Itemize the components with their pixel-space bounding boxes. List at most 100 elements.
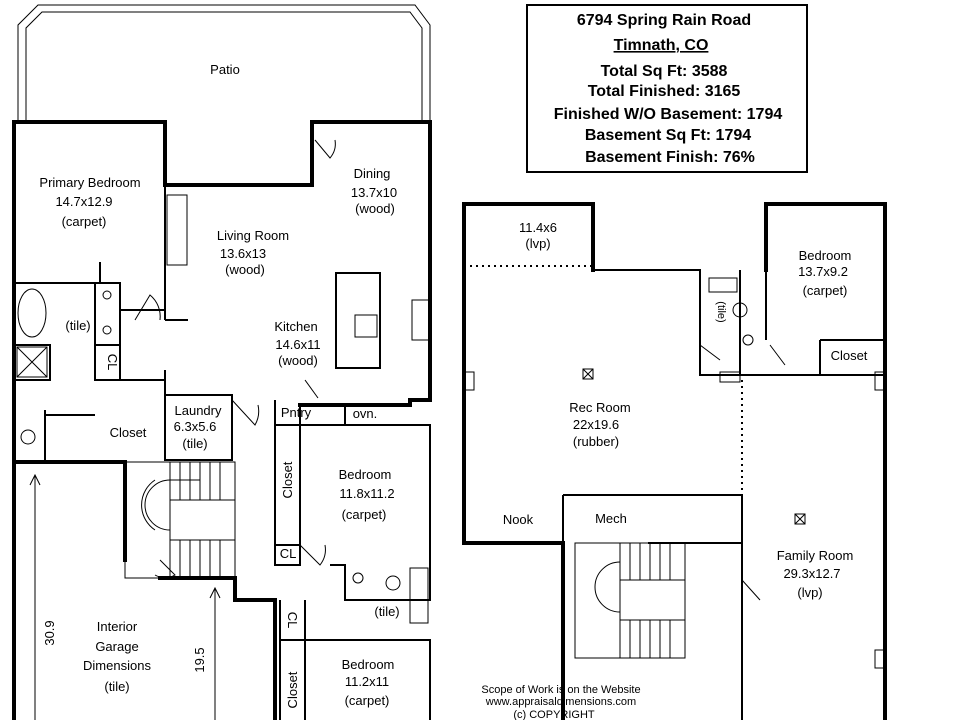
garage-dim-long: 30.9 [42,620,57,645]
bedroom2-floor: (carpet) [342,507,387,522]
sink-icon [742,334,754,346]
dining-dims: 13.7x10 [351,185,397,200]
website: www.appraisaldimensions.com [485,696,636,708]
toilet-icon [385,575,401,591]
sink-icon [102,290,112,300]
rec-room-name: Rec Room [569,400,630,415]
wall [16,344,51,381]
wall [16,262,188,321]
sink-icon [352,572,364,584]
basement-bedroom-closet: Closet [831,348,868,363]
post-icon [794,513,806,525]
door [304,379,319,399]
garage-line2: Garage [95,639,138,654]
door [231,399,260,426]
living-room-name: Living Room [217,228,289,243]
patio-outline [17,4,431,122]
kitchen-dims: 14.6x11 [275,337,320,352]
copyright: (c) COPYRIGHT [513,709,595,720]
door [154,559,176,579]
bedroom2-cl: CL [280,546,297,561]
post-icon [582,368,594,380]
wall [279,600,431,720]
rec-room-floor: (rubber) [573,434,619,449]
sink-icon [354,314,378,338]
window-well [463,371,475,391]
kitchen-floor: (wood) [278,353,318,368]
patio-outline-inner [25,11,423,122]
pantry-label: Pntry [281,405,312,420]
basement-bedroom-floor: (carpet) [803,283,848,298]
kitchen-island [335,272,381,369]
garage-wall [158,576,277,720]
living-room-dims: 13.6x13 [220,246,266,261]
wall [462,202,595,720]
garage-floor: (tile) [104,679,129,694]
total-sqft: Total Sq Ft: 3588 [601,63,728,80]
laundry-name: Laundry [175,403,222,418]
bathtub-icon [17,288,47,338]
finished-wo-basement: Finished W/O Basement: 1794 [554,106,783,123]
nook-label: Nook [503,512,534,527]
laundry-dims: 6.3x5.6 [174,419,217,434]
rec-room-dims: 22x19.6 [573,417,619,432]
wall [300,424,431,601]
primary-closet: Closet [110,425,147,440]
stairs-main [124,461,236,579]
bedroom2-closet: Closet [280,461,295,498]
sink-icon [102,325,112,335]
garage-line1: Interior [97,619,138,634]
toilet-icon [20,429,36,445]
bedroom2-dims: 11.8x11.2 [339,486,394,501]
storage-floor: (lvp) [525,236,550,251]
door [299,544,326,566]
door [699,344,786,601]
dimension-line [29,473,41,720]
shower-icon [16,346,48,378]
living-room-floor: (wood) [225,262,265,277]
storage-dims: 11.4x6 [519,220,557,235]
range-icon [411,299,431,341]
basement-finish: Basement Finish: 76% [585,149,755,166]
wall [94,283,121,381]
scope-note: Scope of Work is on the Website [481,684,640,696]
oven-label: ovn. [353,406,378,421]
family-room-dims: 29.3x12.7 [783,566,840,581]
garage-dim-short: 19.5 [192,647,207,672]
city: Timnath, CO [614,37,709,54]
bathtub-icon [708,277,738,293]
hall-bath-floor: (tile) [374,604,399,619]
door [314,139,336,159]
wall-north [12,120,432,407]
toilet-icon [732,302,748,318]
info-box: 6794 Spring Rain Road Timnath, CO Total … [526,4,808,173]
primary-bedroom-dims: 14.7x12.9 [55,194,112,209]
door [134,294,161,321]
hall-bath-cl: CL [285,612,300,629]
primary-bedroom-floor: (carpet) [62,214,107,229]
wall [12,460,127,562]
basement-bedroom-name: Bedroom [799,248,852,263]
basement-bedroom-dims: 13.7x9.2 [798,264,848,279]
bedroom2-name: Bedroom [339,467,392,482]
stairs-basement [574,542,686,659]
bedroom3-closet: Closet [285,671,300,708]
mech-label: Mech [595,511,627,526]
dimension-line [209,586,221,720]
address: 6794 Spring Rain Road [577,12,751,29]
primary-bath-floor: (tile) [65,318,90,333]
wall [44,379,166,460]
window-well [719,371,741,383]
laundry-floor: (tile) [182,436,207,451]
primary-cl: CL [105,354,120,371]
dining-name: Dining [354,166,391,181]
basement-sqft: Basement Sq Ft: 1794 [585,127,751,144]
main-floor: Patio Primary Bedroom 14.7x12.9 (carpet)… [12,4,432,720]
fireplace [166,194,188,266]
wall [593,269,886,376]
family-room-floor: (lvp) [797,585,822,600]
primary-bedroom-name: Primary Bedroom [39,175,140,190]
bedroom3-floor: (carpet) [345,693,390,708]
basement-bath-floor: (tile) [715,301,727,322]
